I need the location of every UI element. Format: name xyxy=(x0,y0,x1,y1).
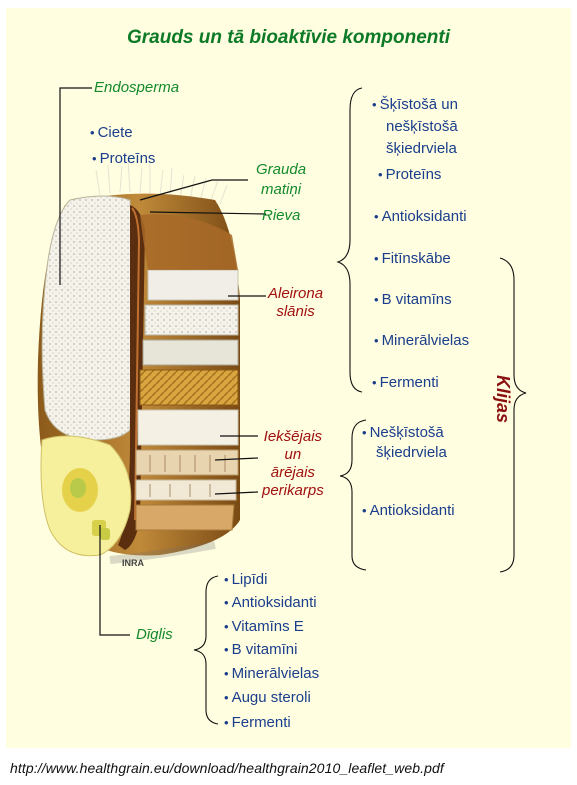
germ-item-3: •B vitamīni xyxy=(224,641,297,659)
label-rieva: Rieva xyxy=(262,207,300,224)
label-perikarps: Iekšējais un ārējais perikarps xyxy=(262,428,324,500)
label-klijas: Klijas xyxy=(492,375,513,423)
label-endosperma: Endosperma xyxy=(94,79,179,96)
pericarp-item-2: •Antioksidanti xyxy=(362,502,455,520)
germ-item-4: •Minerālvielas xyxy=(224,665,319,683)
endosperm-body xyxy=(42,196,132,440)
source-url[interactable]: http://www.healthgrain.eu/download/healt… xyxy=(10,760,444,776)
label-diglis: Dīglis xyxy=(136,626,173,643)
aleurone-item-7: •Minerālvielas xyxy=(374,332,469,350)
germ-item-5: •Augu steroli xyxy=(224,689,311,707)
aleurone-item-4: •Antioksidanti xyxy=(374,208,467,226)
germ-item-2: •Vitamīns E xyxy=(224,618,304,636)
label-grauda-matini: Grauda matiņi xyxy=(256,160,306,200)
aleurone-item-5: •Fitīnskābe xyxy=(374,250,451,268)
germ-item-1: •Antioksidanti xyxy=(224,594,317,612)
endosperm-item-1: •Proteīns xyxy=(92,150,155,168)
bran-layers xyxy=(136,270,238,530)
endosperm-item-0: •Ciete xyxy=(90,124,133,142)
aleurone-item-2: šķiedrviela xyxy=(386,140,457,158)
germ-item-6: •Fermenti xyxy=(224,714,291,732)
aleurone-item-8: •Fermenti xyxy=(372,374,439,392)
inra-watermark: INRA xyxy=(122,558,144,568)
pericarp-item-0: •Nešķīstošā xyxy=(362,424,444,442)
aleurone-item-0: •Šķīstošā un xyxy=(372,96,458,114)
aleurone-item-6: •B vitamīns xyxy=(374,291,452,309)
germ-item-0: •Lipīdi xyxy=(224,571,267,589)
label-aleirona-slanis: Aleirona slānis xyxy=(268,285,323,321)
pericarp-item-1: šķiedrviela xyxy=(376,444,447,462)
aleurone-item-3: •Proteīns xyxy=(378,166,441,184)
aleurone-item-1: nešķīstošā xyxy=(386,118,458,136)
